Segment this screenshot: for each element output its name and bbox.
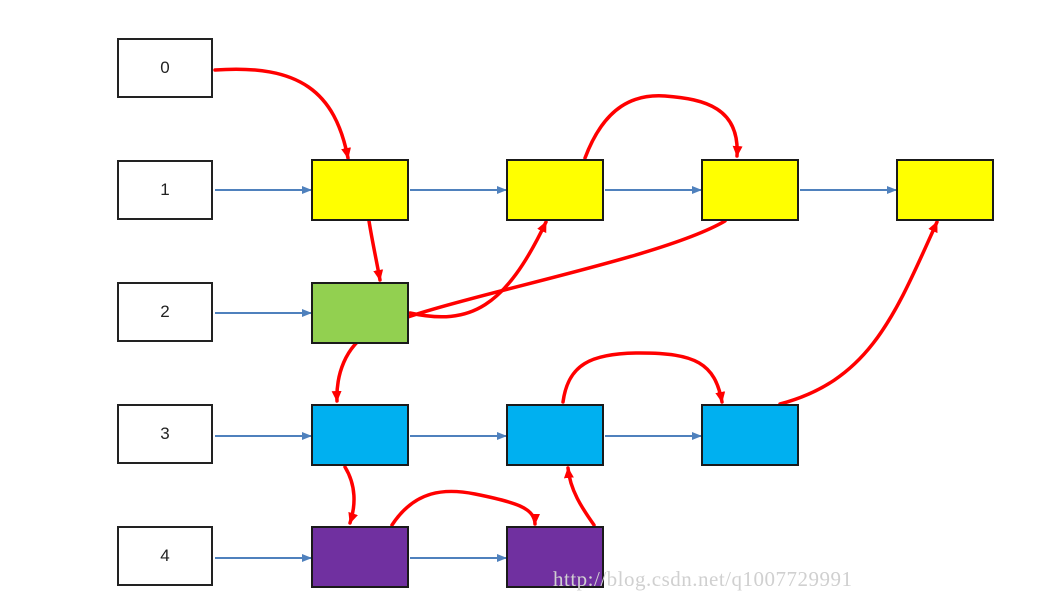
index-box-0: 0	[117, 38, 213, 98]
jump-arrow-l1-n2-to-l1-n3	[583, 94, 743, 160]
level4-node-1	[311, 526, 409, 588]
level3-node-3	[701, 404, 799, 466]
jump-arrow-l3-n3-to-l1-n4	[778, 220, 939, 406]
level3-node-1	[311, 404, 409, 466]
watermark-text: http://blog.csdn.net/q1007729991	[553, 567, 853, 591]
level1-node-3	[701, 159, 799, 221]
index-box-4: 4	[117, 526, 213, 586]
level2-node-1	[311, 282, 409, 344]
jump-arrow-l1-n1-to-l2	[367, 219, 384, 282]
jump-arrow-l4-n1-to-l4-n2	[390, 489, 540, 527]
level1-node-4	[896, 159, 994, 221]
index-box-3: 3	[117, 404, 213, 464]
index-box-2: 2	[117, 282, 213, 342]
jump-arrow-l1-n3-to-l3-n1	[331, 219, 727, 403]
level1-node-1	[311, 159, 409, 221]
index-box-1: 1	[117, 160, 213, 220]
jump-arrow-l2-to-l1-n2	[408, 220, 548, 319]
jump-arrow-l3-n2-to-l3-n3	[561, 351, 726, 404]
jump-arrow-l3-n1-to-l4	[343, 465, 358, 525]
level1-node-2	[506, 159, 604, 221]
jump-arrow-l4-n2-to-l3-n2	[563, 466, 596, 527]
level4-node-2	[506, 526, 604, 588]
level3-node-2	[506, 404, 604, 466]
jump-arrow-index0-to-l1	[213, 67, 351, 160]
